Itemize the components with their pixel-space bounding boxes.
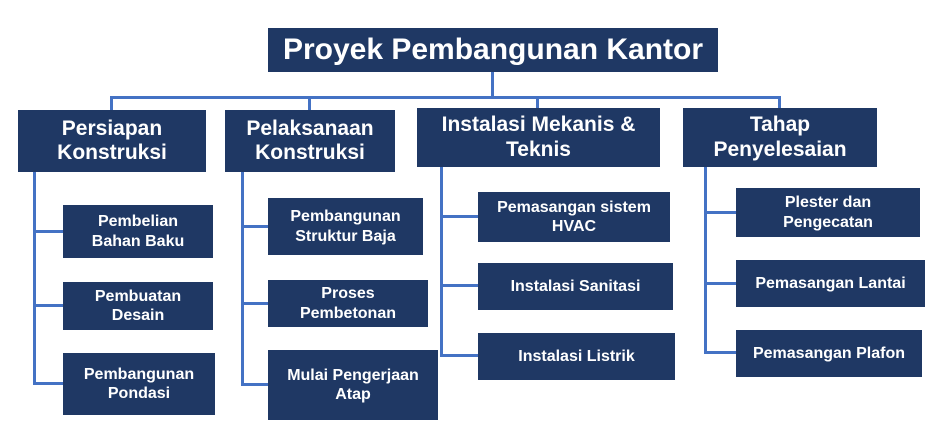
connector-col3-stub-1 [440, 215, 478, 218]
task-pemasangan-plafon: Pemasangan Plafon [736, 330, 922, 377]
connector-root-drop-1 [110, 96, 113, 110]
connector-root-stem [491, 72, 494, 98]
connector-col3-rail [440, 167, 443, 357]
task-proses-pembetonan: Proses Pembetonan [268, 280, 428, 327]
connector-root-drop-2 [308, 96, 311, 110]
connector-col1-stub-1 [33, 230, 63, 233]
branch-pelaksanaan-konstruksi: Pelaksanaan Konstruksi [225, 110, 395, 172]
task-plester-dan-pengecatan: Plester dan Pengecatan [736, 188, 920, 237]
connector-col4-rail [704, 167, 707, 354]
task-pemasangan-sistem-hvac: Pemasangan sistem HVAC [478, 192, 670, 242]
branch-instalasi-mekanis-teknis: Instalasi Mekanis & Teknis [417, 108, 660, 167]
connector-root-drop-4 [778, 96, 781, 108]
connector-col3-stub-2 [440, 284, 478, 287]
connector-col2-stub-3 [241, 383, 268, 386]
task-pembelian-bahan-baku: Pembelian Bahan Baku [63, 205, 213, 258]
connector-col2-rail [241, 172, 244, 386]
task-pembangunan-struktur-baja: Pembangunan Struktur Baja [268, 198, 423, 255]
connector-root-drop-3 [536, 96, 539, 108]
connector-col2-stub-1 [241, 225, 268, 228]
task-pembangunan-pondasi: Pembangunan Pondasi [63, 353, 215, 415]
connector-col4-stub-3 [704, 351, 736, 354]
branch-tahap-penyelesaian: Tahap Penyelesaian [683, 108, 877, 167]
connector-col4-stub-2 [704, 282, 736, 285]
task-instalasi-sanitasi: Instalasi Sanitasi [478, 263, 673, 310]
connector-root-rail [110, 96, 781, 99]
connector-col2-stub-2 [241, 302, 268, 305]
task-instalasi-listrik: Instalasi Listrik [478, 333, 675, 380]
connector-col1-stub-2 [33, 304, 63, 307]
connector-col4-stub-1 [704, 211, 736, 214]
task-pemasangan-lantai: Pemasangan Lantai [736, 260, 925, 307]
connector-col1-rail [33, 172, 36, 385]
task-pembuatan-desain: Pembuatan Desain [63, 282, 213, 330]
connector-col1-stub-3 [33, 382, 63, 385]
root-node: Proyek Pembangunan Kantor [268, 28, 718, 72]
branch-persiapan-konstruksi: Persiapan Konstruksi [18, 110, 206, 172]
connector-col3-stub-3 [440, 354, 478, 357]
task-mulai-pengerjaan-atap: Mulai Pengerjaan Atap [268, 350, 438, 420]
